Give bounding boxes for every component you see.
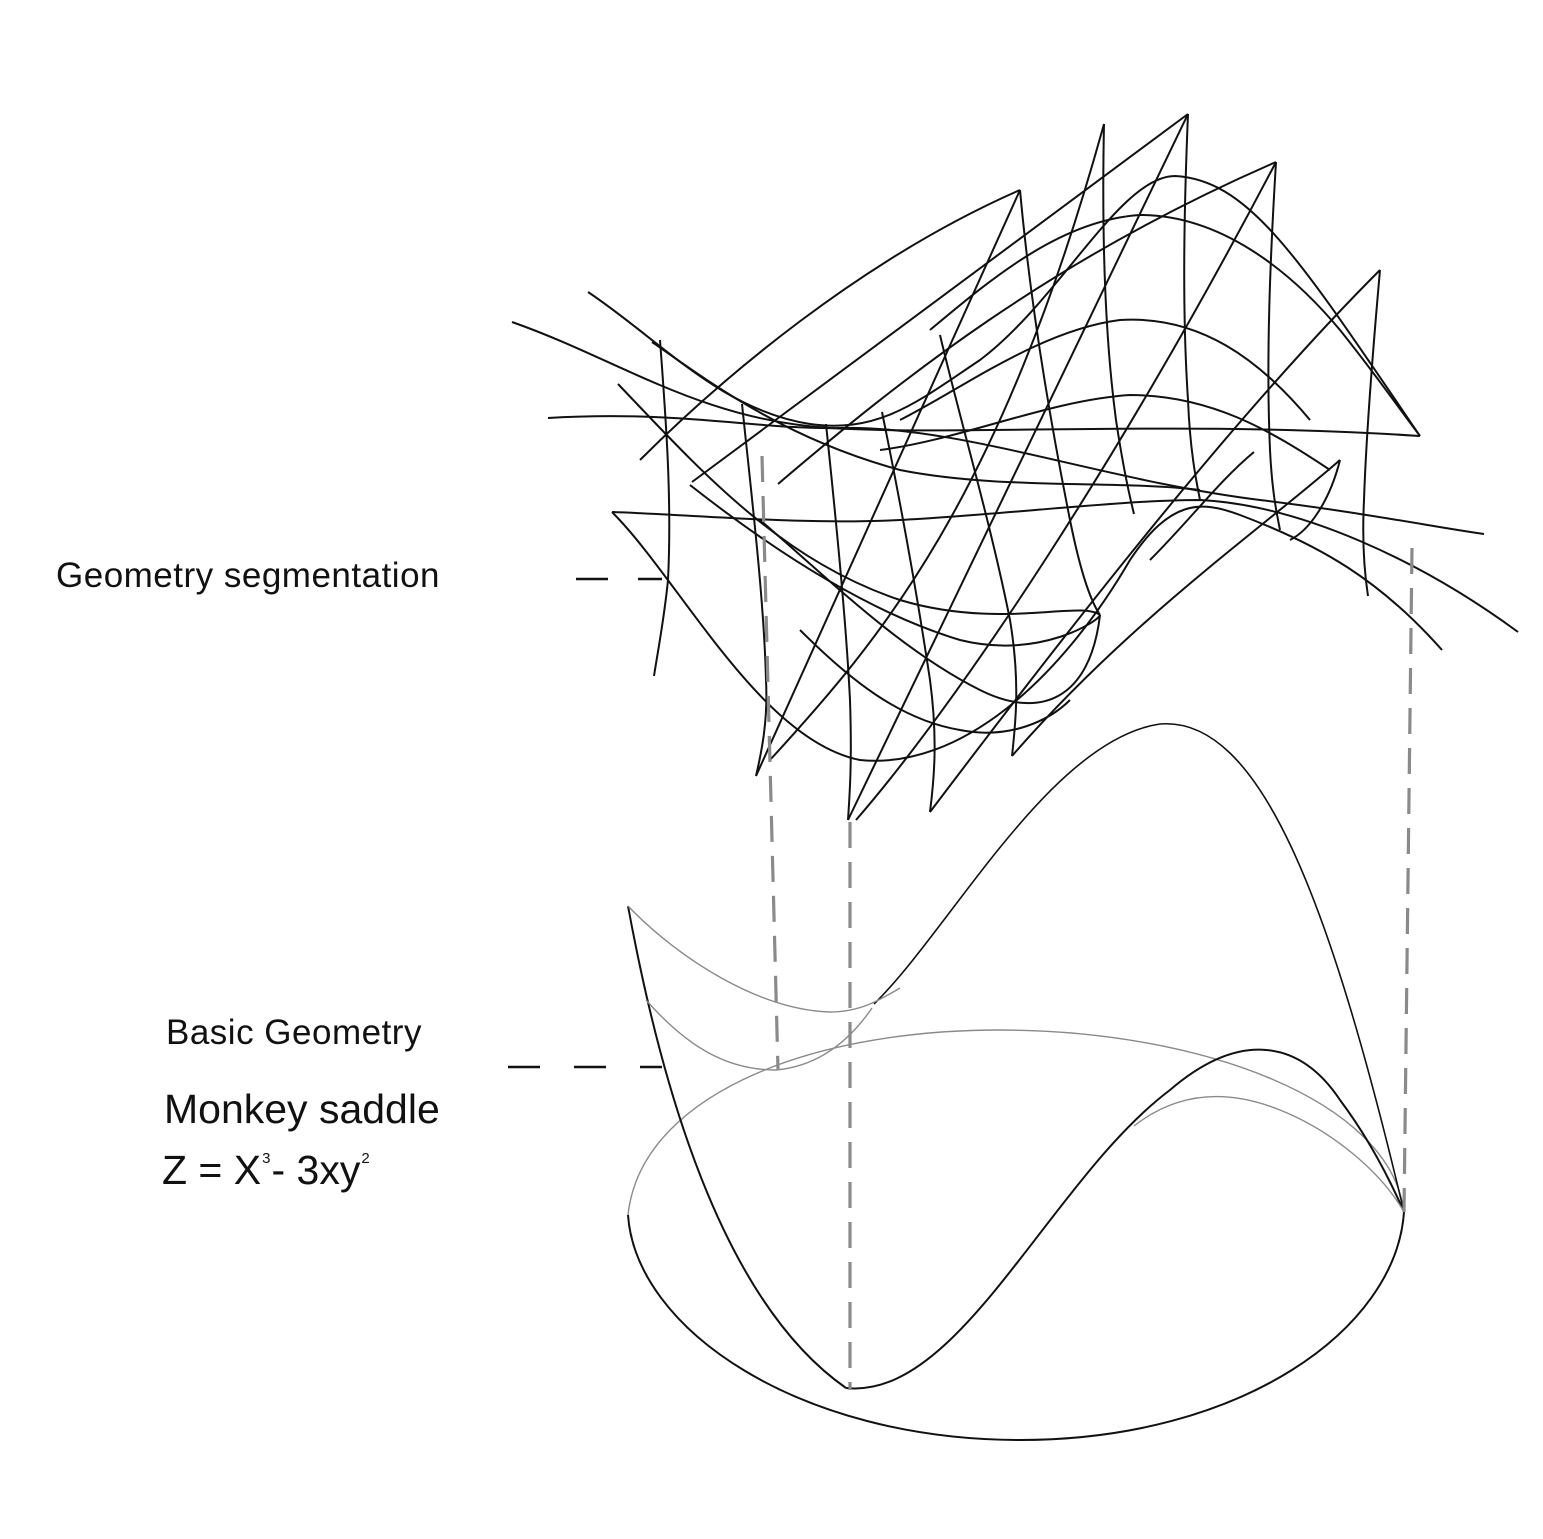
surface-strand: [1267, 161, 1281, 531]
surface-strand: [1011, 459, 1341, 757]
surface-strand: [689, 484, 1101, 647]
equation-exponent-1: 3: [262, 1150, 271, 1168]
equation-lhs: Z = X: [162, 1147, 262, 1193]
saddle-profile-arch: [873, 723, 1405, 1213]
surface-strand: [587, 174, 1421, 437]
surface-strand: [691, 113, 1189, 483]
surface-strand: [651, 341, 1201, 491]
surface-strand: [1289, 459, 1341, 541]
surface-strand: [929, 269, 1381, 813]
saddle-edge-back-left: [627, 905, 901, 1013]
surface-strand: [769, 123, 1105, 761]
surface-strand: [741, 403, 768, 777]
surface-strand: [899, 318, 1311, 421]
surface-strand: [1149, 451, 1255, 561]
surface-strand: [1102, 123, 1135, 515]
basic-geometry-label: Basic Geometry: [166, 1013, 422, 1052]
base-ellipse-front: [627, 1211, 1405, 1442]
base-ellipse-back: [627, 1029, 1405, 1216]
leader-lines: [508, 577, 662, 1069]
surface-name-label: Monkey saddle: [164, 1086, 440, 1132]
surface-strand: [929, 213, 1421, 437]
saddle-profile-left: [627, 905, 847, 1389]
segmented-surface: [511, 113, 1519, 821]
projection-dash: [760, 455, 780, 1071]
surface-strand: [825, 423, 852, 821]
surface-strand: [799, 629, 1071, 734]
basic-geometry: [627, 723, 1405, 1442]
geometry-segmentation-label: Geometry segmentation: [56, 556, 441, 595]
equation-label: Z = X3- 3xy2: [162, 1147, 371, 1194]
surface-strand: [755, 189, 1021, 777]
surface-strand: [1183, 113, 1201, 501]
surface-strand: [1019, 189, 1101, 616]
surface-strand: [653, 339, 671, 677]
projection-dash: [1402, 547, 1414, 1213]
projection-lines: [760, 455, 1414, 1390]
surface-strand: [611, 505, 1443, 762]
saddle-edge-back-right: [1133, 1095, 1405, 1213]
saddle-profile-main: [845, 1048, 1405, 1390]
saddle-edge-back-low: [645, 999, 873, 1071]
surface-strand: [1362, 269, 1381, 597]
surface-strand: [547, 415, 1485, 535]
surface-strand: [617, 383, 1101, 616]
equation-exponent-2: 2: [361, 1150, 370, 1168]
surface-strand: [939, 334, 1018, 757]
equation-rest: - 3xy: [271, 1147, 361, 1193]
surface-strand: [847, 113, 1189, 821]
surface-strand: [855, 161, 1277, 821]
surface-strand: [639, 189, 1021, 461]
surface-strand: [611, 498, 1519, 633]
surface-strand: [759, 519, 1101, 705]
surface-strand: [511, 321, 1421, 437]
surface-strand: [777, 161, 1277, 485]
surface-strand: [879, 393, 1331, 471]
